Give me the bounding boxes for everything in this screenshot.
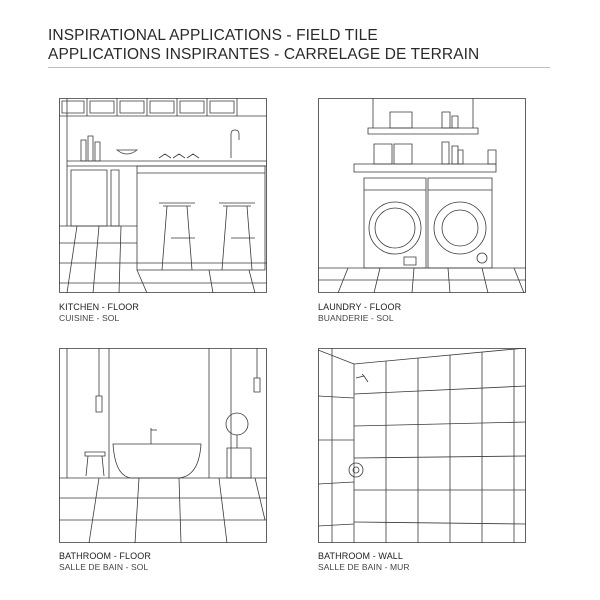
- bathroom-floor-caption-fr: SALLE DE BAIN - SOL: [59, 562, 149, 572]
- laundry-caption-fr: BUANDERIE - SOL: [318, 313, 394, 323]
- kitchen-floor-illustration: [59, 98, 267, 293]
- bathroom-wall-caption-fr: SALLE DE BAIN - MUR: [318, 562, 410, 572]
- laundry-caption: LAUNDRY - FLOOR BUANDERIE - SOL: [318, 302, 401, 324]
- laundry-floor-illustration: [318, 98, 526, 293]
- bathroom-floor-illustration: [59, 348, 267, 543]
- laundry-caption-en: LAUNDRY - FLOOR: [318, 302, 402, 312]
- bathroom-wall-illustration: [318, 348, 526, 543]
- bathroom-floor-caption-en: BATHROOM - FLOOR: [59, 551, 151, 561]
- kitchen-caption-en: KITCHEN - FLOOR: [59, 302, 140, 312]
- bathroom-wall-caption-en: BATHROOM - WALL: [318, 551, 404, 561]
- kitchen-caption-fr: CUISINE - SOL: [59, 313, 120, 323]
- bathroom-wall-caption: BATHROOM - WALL SALLE DE BAIN - MUR: [318, 551, 410, 573]
- bathroom-floor-caption: BATHROOM - FLOOR SALLE DE BAIN - SOL: [59, 551, 151, 573]
- page-title-en: INSPIRATIONAL APPLICATIONS - FIELD TILE: [48, 27, 378, 44]
- header-divider: [48, 67, 550, 68]
- page-title-fr: APPLICATIONS INSPIRANTES - CARRELAGE DE …: [48, 46, 480, 63]
- page-header: INSPIRATIONAL APPLICATIONS - FIELD TILE …: [48, 26, 479, 64]
- kitchen-caption: KITCHEN - FLOOR CUISINE - SOL: [59, 302, 139, 324]
